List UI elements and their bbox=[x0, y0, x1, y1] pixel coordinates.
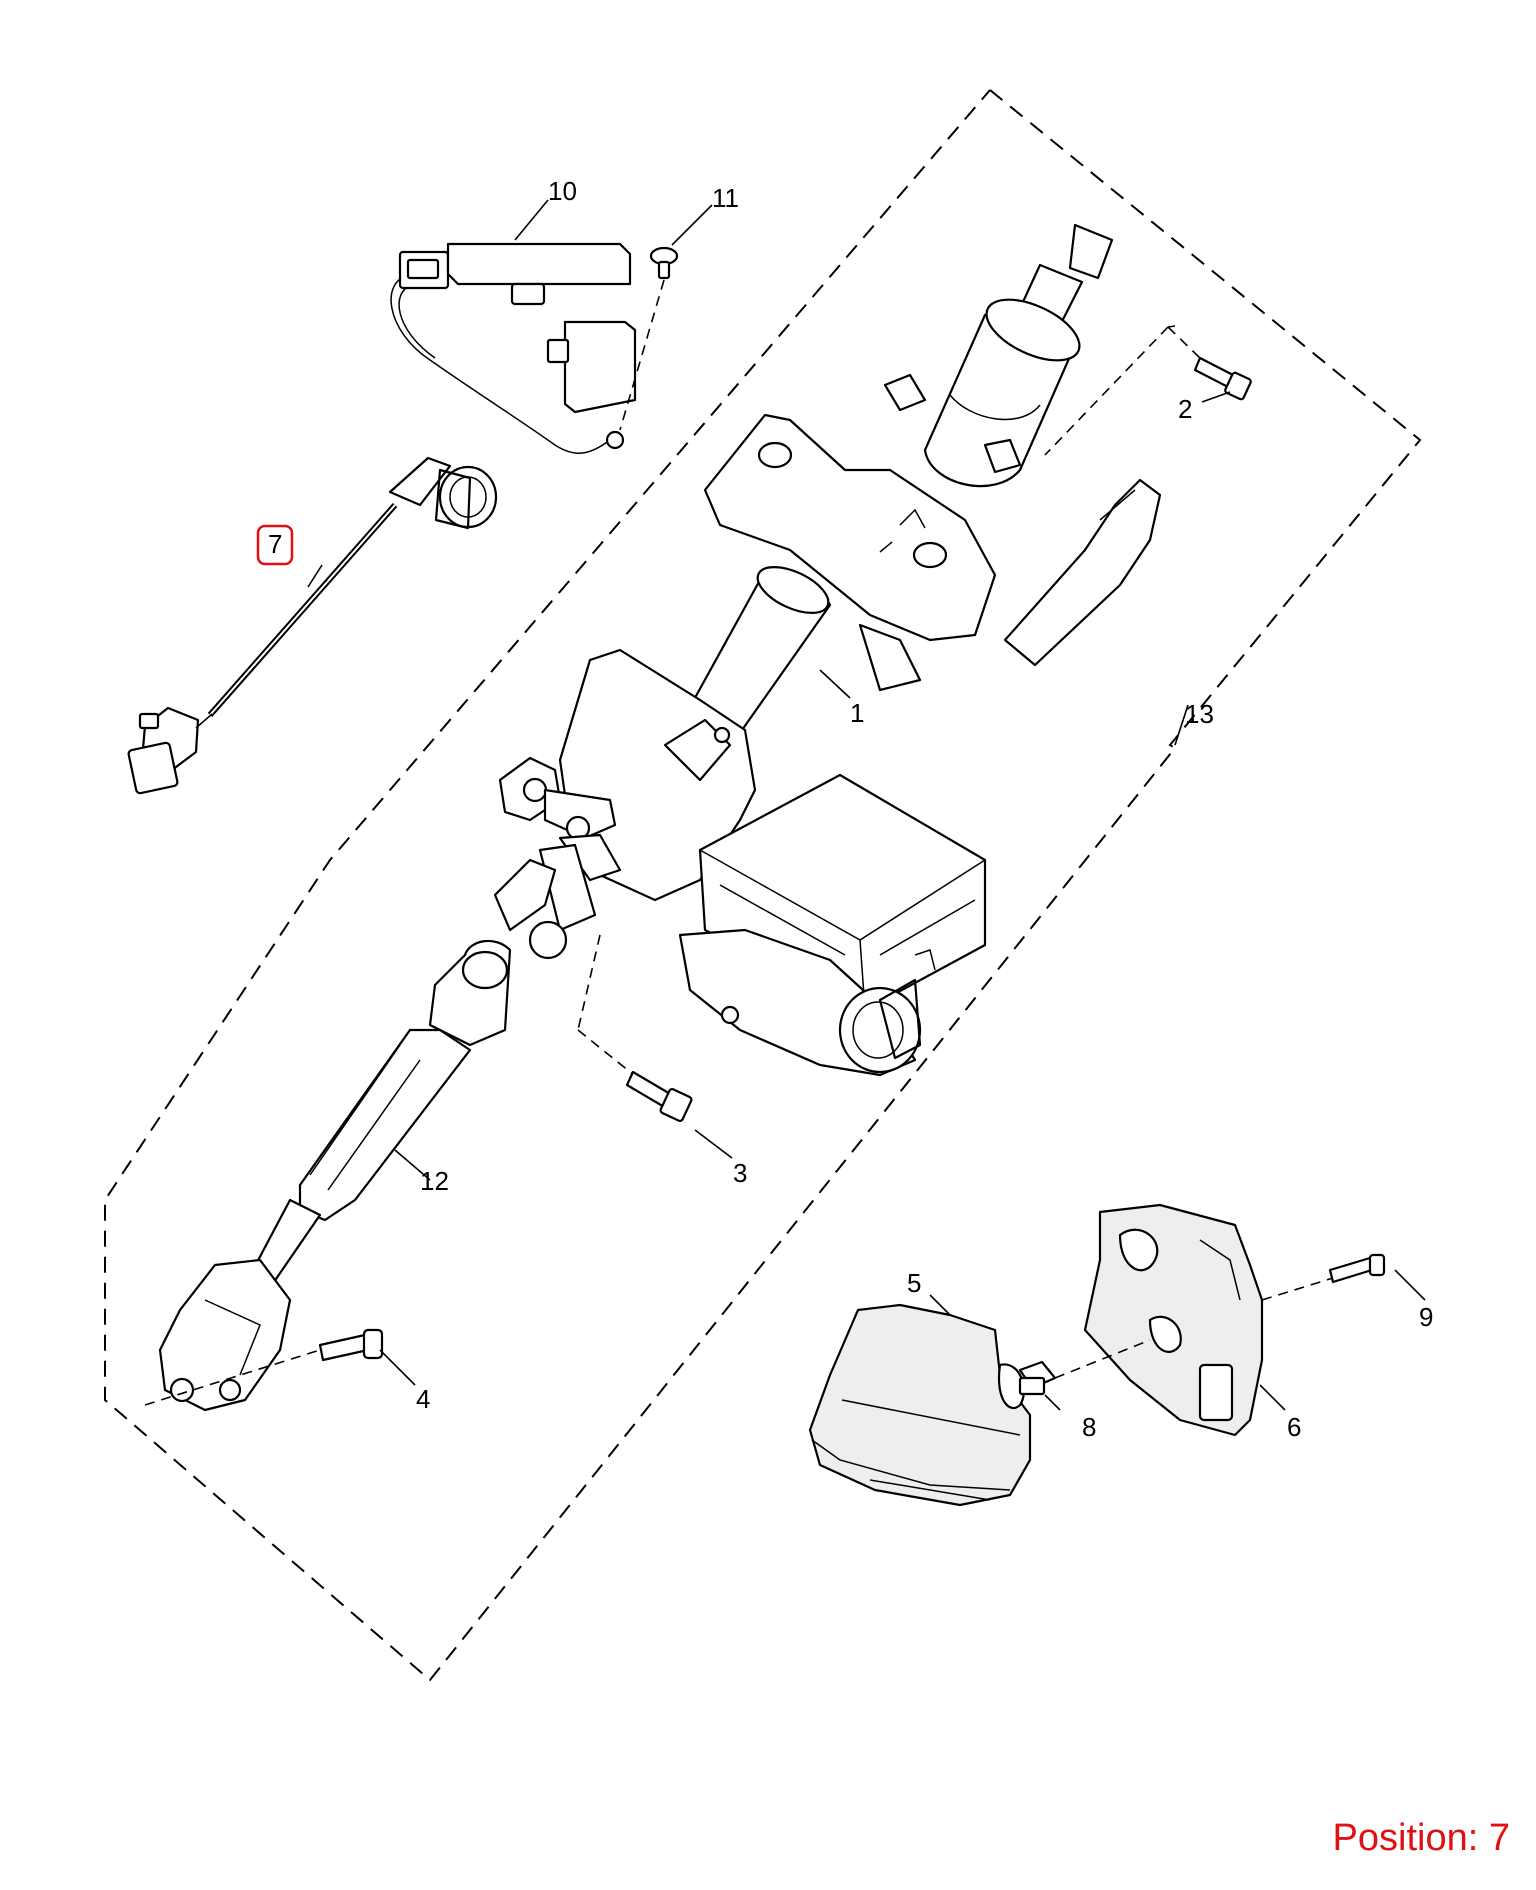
callout-3: 3 bbox=[733, 1158, 747, 1188]
callout-4: 4 bbox=[416, 1384, 430, 1414]
part-3-bolt[interactable] bbox=[577, 934, 693, 1122]
callout-6: 6 bbox=[1287, 1412, 1301, 1442]
assembly-13-boundary bbox=[104, 89, 1422, 1682]
leader-lines bbox=[307, 199, 1426, 1411]
part-2-bolt[interactable] bbox=[1167, 326, 1252, 401]
callout-labels: 1 2 3 4 5 6 7 8 9 10 11 12 13 bbox=[268, 176, 1433, 1442]
part-5-lower-cover[interactable] bbox=[808, 1303, 1032, 1507]
part-7-wire-harness[interactable] bbox=[127, 456, 498, 795]
part-12-intermediate-shaft[interactable] bbox=[158, 939, 512, 1412]
part-11-screw[interactable] bbox=[619, 246, 679, 431]
callout-7[interactable]: 7 bbox=[268, 529, 282, 559]
callout-2: 2 bbox=[1178, 394, 1192, 424]
callout-9: 9 bbox=[1419, 1302, 1433, 1332]
position-label: Position: 7 bbox=[1332, 1817, 1510, 1859]
callout-13: 13 bbox=[1185, 699, 1214, 729]
callout-8: 8 bbox=[1082, 1412, 1096, 1442]
part-10-sensor-module[interactable] bbox=[390, 242, 637, 454]
callout-5: 5 bbox=[907, 1268, 921, 1298]
callout-7-highlight-box bbox=[256, 524, 294, 566]
part-8-clip[interactable] bbox=[1018, 1339, 1151, 1396]
part-9-screw[interactable] bbox=[1261, 1253, 1386, 1301]
callout-11: 11 bbox=[712, 183, 739, 213]
part-1-steering-column[interactable] bbox=[493, 223, 1162, 1077]
callout-12: 12 bbox=[420, 1166, 449, 1196]
callout-10: 10 bbox=[548, 176, 577, 206]
part-4-bolt[interactable] bbox=[144, 1328, 384, 1406]
callout-1: 1 bbox=[850, 698, 864, 728]
part-6-upper-cover[interactable] bbox=[1083, 1203, 1264, 1437]
